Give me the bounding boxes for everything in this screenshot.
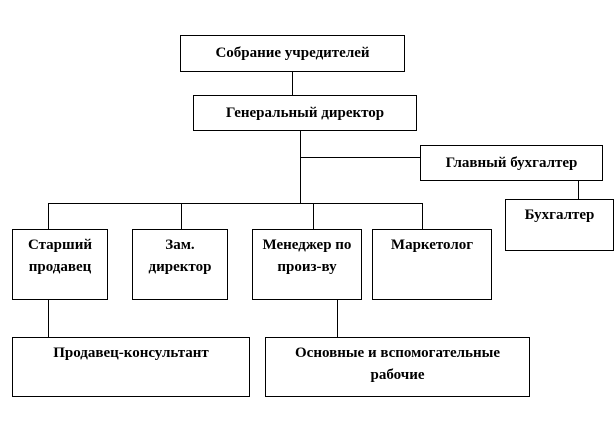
connector	[313, 203, 314, 229]
node-marketer: Маркетолог	[372, 229, 492, 300]
connector	[422, 203, 423, 229]
connector	[48, 300, 49, 337]
node-workers: Основные и вспомогательные рабочие	[265, 337, 530, 397]
connector	[292, 72, 293, 95]
node-ceo: Генеральный директор	[193, 95, 417, 131]
connector	[48, 203, 49, 229]
node-senior-seller: Старший продавец	[12, 229, 108, 300]
connector	[48, 203, 423, 204]
node-chief-accountant: Главный бухгалтер	[420, 145, 603, 181]
connector	[181, 203, 182, 229]
node-deputy: Зам. директор	[132, 229, 228, 300]
node-sales-consultant: Продавец-консультант	[12, 337, 250, 397]
connector	[578, 181, 579, 199]
node-accountant: Бухгалтер	[505, 199, 614, 251]
node-founders: Собрание учредителей	[180, 35, 405, 72]
connector	[337, 300, 338, 337]
connector	[300, 157, 420, 158]
node-production-manager: Менеджер по произ-ву	[252, 229, 362, 300]
connector	[300, 131, 301, 203]
